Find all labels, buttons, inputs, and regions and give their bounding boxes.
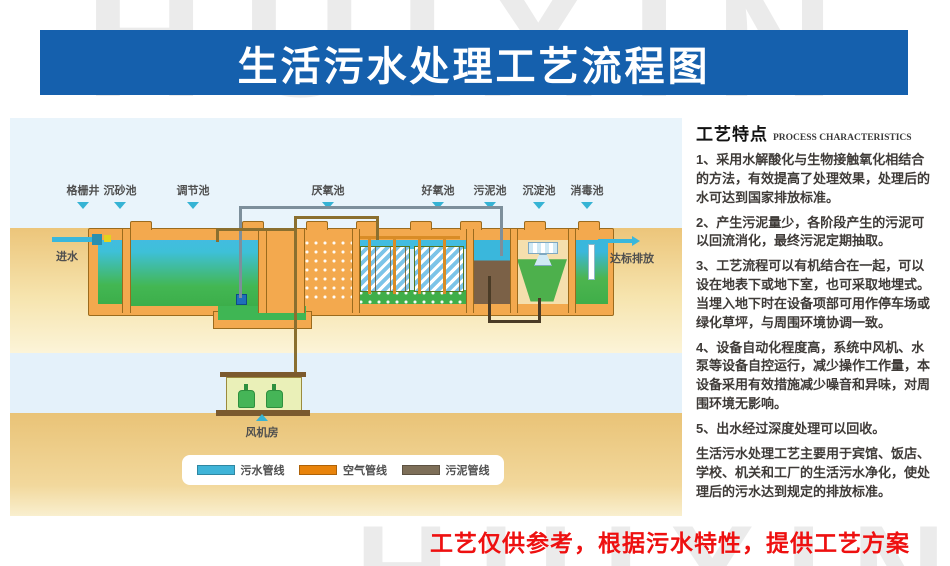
sludge-tank-water bbox=[472, 240, 510, 304]
inlet-screen bbox=[104, 235, 111, 242]
manhole-cover bbox=[130, 221, 152, 230]
outlet-arrow-icon bbox=[632, 236, 640, 246]
tank-wall bbox=[122, 229, 131, 313]
air-drop-aerobic bbox=[376, 216, 379, 240]
legend-item-sludge: 污泥管线 bbox=[401, 462, 490, 478]
blower-unit bbox=[266, 384, 283, 408]
manhole-cover bbox=[578, 221, 600, 230]
characteristic-item: 5、出水经过深度处理可以回收。 bbox=[696, 420, 886, 436]
manhole-cover bbox=[410, 221, 432, 230]
air-drop-regulating bbox=[216, 228, 219, 242]
label-anaerobic-tank: 厌氧池 bbox=[297, 182, 359, 209]
outlet-pipe bbox=[598, 239, 634, 243]
pointer-triangle-icon bbox=[581, 202, 593, 209]
panel-heading: 工艺特点 PROCESS CHARACTERISTICS bbox=[696, 120, 938, 145]
sludge-line-swatch bbox=[401, 465, 440, 475]
title-banner: 生活污水处理工艺流程图 bbox=[40, 30, 908, 95]
pointer-triangle-icon bbox=[322, 202, 334, 209]
tank-wall bbox=[466, 229, 474, 313]
panel-title-zh: 工艺特点 bbox=[696, 125, 768, 144]
sky-band-upper bbox=[10, 118, 682, 228]
transfer-pipe-drop bbox=[500, 206, 503, 256]
pointer-triangle-icon bbox=[533, 202, 545, 209]
inlet-gate bbox=[92, 234, 102, 245]
characteristic-item: 生活污水处理工艺主要用于宾馆、饭店、学校、机关和工厂的生活污水净化，使处理后的污… bbox=[696, 445, 931, 499]
pointer-triangle-icon bbox=[187, 202, 199, 209]
pointer-triangle-icon bbox=[77, 202, 89, 209]
fan-room-label: 风机房 bbox=[245, 427, 279, 439]
legend-item-sewage: 污水管线 bbox=[196, 462, 285, 478]
footer-note: 工艺仅供参考，根据污水特性，提供工艺方案 bbox=[430, 530, 910, 556]
label-regulating-tank: 调节池 bbox=[162, 182, 224, 209]
process-characteristics-panel: 工艺特点 PROCESS CHARACTERISTICS 1、采用水解酸化与生物… bbox=[690, 118, 938, 508]
label-disinfection-tank: 消毒池 bbox=[556, 182, 618, 209]
characteristic-item: 1、采用水解酸化与生物接触氧化相结合的方法，有效提高了处理效果，处理后的水可达到… bbox=[696, 152, 931, 205]
air-line-swatch bbox=[299, 465, 337, 475]
air-main-riser bbox=[294, 216, 297, 376]
disinfection-dosing-pipe bbox=[588, 244, 595, 280]
aeration-header-pipe bbox=[360, 236, 460, 239]
aeration-drop-pipe bbox=[418, 236, 421, 294]
tank-wall bbox=[510, 229, 518, 313]
aeration-drop-pipe bbox=[393, 236, 396, 294]
air-header-left bbox=[216, 228, 296, 231]
panel-title-en: PROCESS CHARACTERISTICS bbox=[773, 133, 912, 143]
manhole-cover bbox=[524, 221, 546, 230]
sewage-line-swatch bbox=[196, 465, 235, 475]
tank-wall bbox=[266, 229, 305, 313]
sludge-pipe-horizontal bbox=[488, 320, 541, 323]
label-sedimentation-tank: 沉淀池 bbox=[508, 182, 570, 209]
pointer-triangle-icon bbox=[484, 202, 496, 209]
pointer-triangle-icon bbox=[256, 414, 268, 421]
biofilm-media-panel bbox=[414, 246, 464, 292]
grid-well-water bbox=[98, 240, 122, 304]
characteristic-item: 4、设备自动化程度高，系统中风机、水泵等设备自控运行，减少操作工作量，本设备采用… bbox=[696, 339, 931, 412]
transfer-pipe-horizontal bbox=[239, 206, 503, 209]
anaerobic-tank-water bbox=[304, 240, 352, 304]
label-grit-tank: 沉砂池 bbox=[89, 182, 151, 209]
aerobic-diffuser-zone bbox=[358, 290, 466, 304]
manhole-cover bbox=[306, 221, 328, 230]
sky-band-lower bbox=[10, 353, 682, 413]
sludge-pipe-down bbox=[538, 298, 541, 322]
sludge-pipe-up bbox=[488, 276, 491, 323]
inlet-label: 进水 bbox=[56, 251, 78, 263]
outlet-label: 达标排放 bbox=[610, 253, 654, 265]
air-header-right bbox=[294, 216, 379, 219]
aeration-drop-pipe bbox=[368, 236, 371, 294]
fan-room-label-group: 风机房 bbox=[231, 414, 293, 440]
page-title: 生活污水处理工艺流程图 bbox=[237, 44, 711, 89]
characteristic-item: 2、产生污泥量少，各阶段产生的污泥可以回流消化，最终污泥定期抽取。 bbox=[696, 214, 925, 249]
clarifier-device bbox=[528, 242, 558, 254]
aeration-drop-pipe bbox=[443, 236, 446, 294]
fan-room-base bbox=[216, 410, 310, 416]
fan-room-roof bbox=[220, 372, 306, 377]
pointer-triangle-icon bbox=[432, 202, 444, 209]
pipeline-legend: 污水管线 空气管线 污泥管线 bbox=[182, 455, 504, 485]
label-aerobic-tank: 好氧池 bbox=[407, 182, 469, 209]
manhole-cover bbox=[242, 221, 264, 230]
pointer-triangle-icon bbox=[114, 202, 126, 209]
tank-wall bbox=[568, 229, 576, 313]
process-flow-diagram: 格栅井 沉砂池 调节池 厌氧池 好氧池 污泥池 沉淀池 消毒池 进水 bbox=[10, 118, 682, 516]
manhole-cover bbox=[460, 221, 482, 230]
transfer-pipe-vertical bbox=[239, 206, 242, 298]
label-sludge-tank: 污泥池 bbox=[459, 182, 521, 209]
blower-unit bbox=[238, 384, 255, 408]
legend-item-air: 空气管线 bbox=[299, 462, 387, 478]
characteristic-item: 3、工艺流程可以有机结合在一起，可以设在地表下或地下室，也可采取地埋式。当埋入地… bbox=[696, 258, 931, 330]
inlet-pipe bbox=[52, 237, 92, 242]
tank-wall bbox=[352, 229, 360, 313]
label-grid-well: 格栅井 bbox=[52, 182, 114, 209]
